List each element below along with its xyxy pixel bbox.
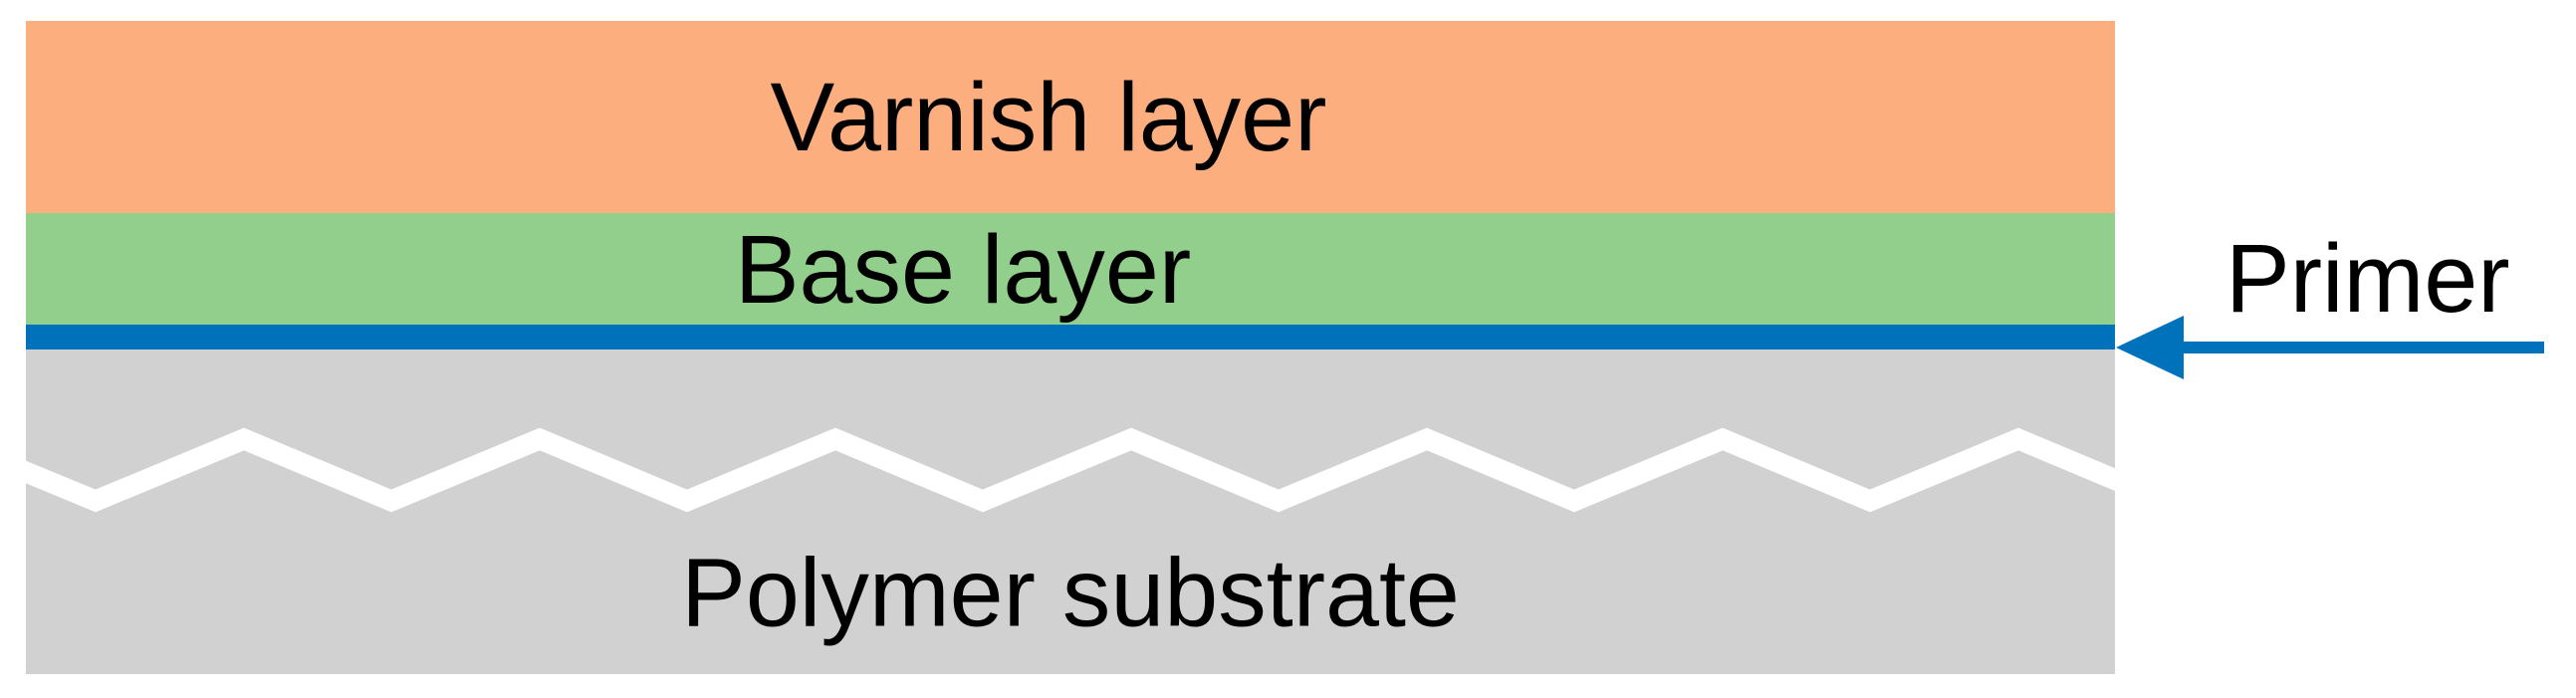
polymer-substrate-label: Polymer substrate [681, 538, 1460, 647]
varnish-layer: Varnish layer [26, 21, 2115, 213]
primer-line [26, 325, 2115, 349]
polymer-substrate-layer: Polymer substrate [26, 349, 2115, 674]
layer-stack: Varnish layer Base layer Polymer substra… [26, 21, 2115, 674]
primer-annotation-label: Primer [2225, 224, 2510, 333]
varnish-layer-label: Varnish layer [770, 63, 1327, 171]
base-layer-label: Base layer [734, 214, 1192, 324]
crack-zigzag [26, 427, 2115, 513]
arrow-left-icon [2116, 316, 2544, 379]
base-layer: Base layer [26, 213, 2115, 325]
